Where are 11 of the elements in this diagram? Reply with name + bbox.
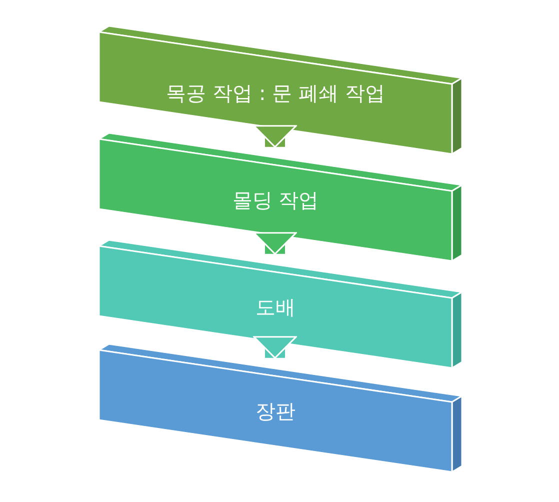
arrow: [253, 125, 297, 148]
process-box: [99, 133, 462, 261]
step-label: 도배: [254, 295, 296, 319]
process-box: [99, 344, 462, 472]
arrow: [253, 336, 297, 359]
process-box: [99, 240, 462, 368]
process-box: [99, 26, 462, 154]
step-label: 장판: [254, 399, 296, 423]
step-label: 목공 작업 : 문 폐쇄 작업: [165, 81, 386, 105]
step-label: 몰딩 작업: [231, 188, 320, 212]
arrow: [253, 232, 297, 255]
